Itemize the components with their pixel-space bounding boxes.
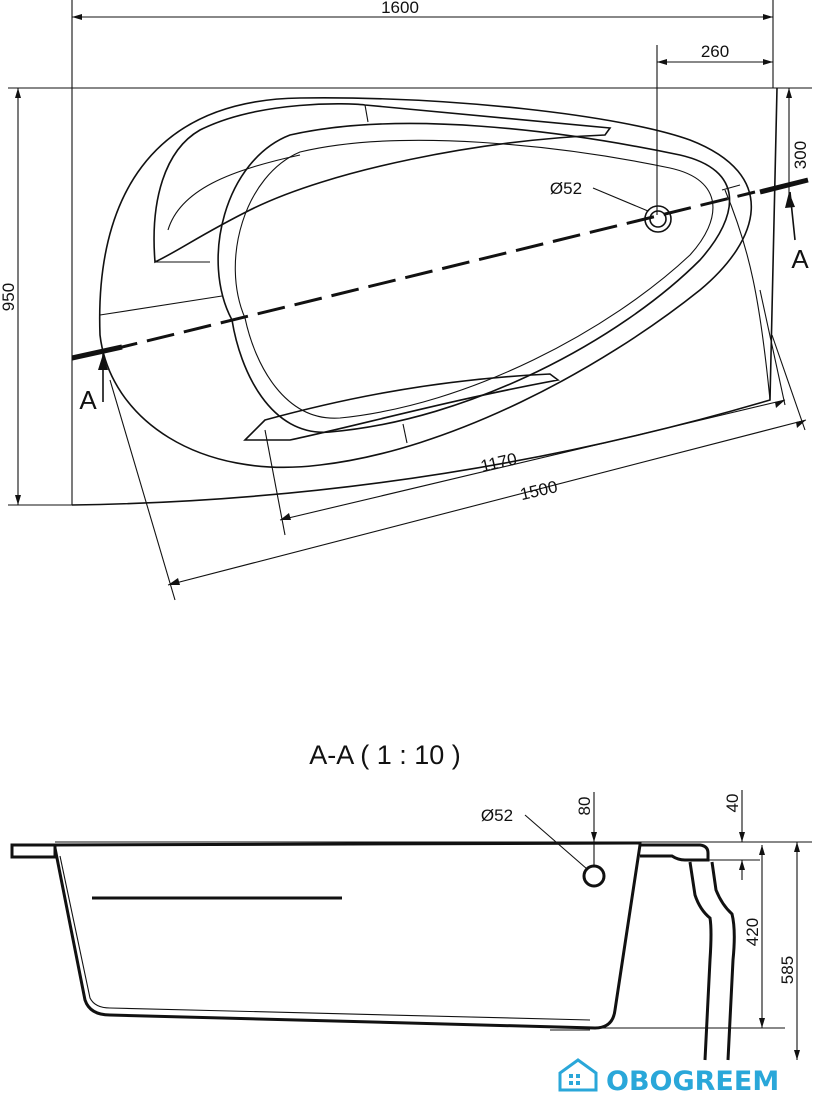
dim-1170-line <box>279 399 786 521</box>
section-mark-right: A <box>791 244 809 274</box>
dim-1500-label: 1500 <box>518 477 559 504</box>
drain-diameter-label: Ø52 <box>550 179 582 198</box>
drain-leader <box>592 187 649 212</box>
apron-leg-inner <box>688 861 713 1061</box>
armrest <box>243 373 560 441</box>
headrest <box>153 103 612 264</box>
section-line <box>109 190 756 352</box>
section-mark-left: A <box>79 385 97 415</box>
dim-260-label: 260 <box>701 42 729 61</box>
dim-300-label: 300 <box>791 141 810 169</box>
basin-outline <box>217 122 731 433</box>
dim-1600-label: 1600 <box>381 0 419 17</box>
right-wall-tick <box>721 184 741 191</box>
armrest-seam <box>402 423 408 444</box>
dim-1500-ext-left <box>109 379 176 601</box>
tub-outer-profile <box>53 844 642 1030</box>
plan-view: 1600 950 260 300 <box>0 0 812 601</box>
dim-585-label: 585 <box>778 956 797 984</box>
section-end-left <box>71 344 123 361</box>
dim-40-label: 40 <box>723 794 742 813</box>
section-end-right <box>759 177 809 195</box>
rim-top <box>54 841 642 847</box>
dim-1170-ext-left <box>264 429 286 536</box>
rim-outline <box>98 97 753 469</box>
basin-inner-line <box>234 139 714 419</box>
section-title: A-A ( 1 : 10 ) <box>309 740 461 770</box>
headrest-seam <box>364 104 369 123</box>
watermark: OBOGREEM <box>558 1058 779 1097</box>
dim-1500-ext-right <box>771 334 806 431</box>
left-rim <box>10 843 57 859</box>
section-view: A-A ( 1 : 10 ) Ø52 80 40 <box>10 740 812 1061</box>
left-wall-line <box>99 295 223 316</box>
section-drain-leader <box>524 814 588 870</box>
section-drain-label: Ø52 <box>481 806 513 825</box>
headrest-fold <box>167 154 301 231</box>
dim-950-label: 950 <box>0 283 18 311</box>
dim-80-label: 80 <box>575 797 594 816</box>
brand-name: OBOGREEM <box>606 1066 779 1097</box>
section-arrow-right-head <box>785 192 795 208</box>
apron-leg-outer <box>710 861 736 1061</box>
dim-1500-line <box>167 419 807 586</box>
dim-420-label: 420 <box>743 918 762 946</box>
house-logo-icon <box>558 1058 598 1092</box>
dim-1170-ext-right <box>759 289 786 406</box>
right-rim <box>640 843 710 862</box>
dim-1170-label: 1170 <box>479 449 519 476</box>
section-arrow-left-head <box>98 354 108 370</box>
right-wall-line <box>724 189 771 401</box>
tub-inner-profile <box>59 855 591 1021</box>
